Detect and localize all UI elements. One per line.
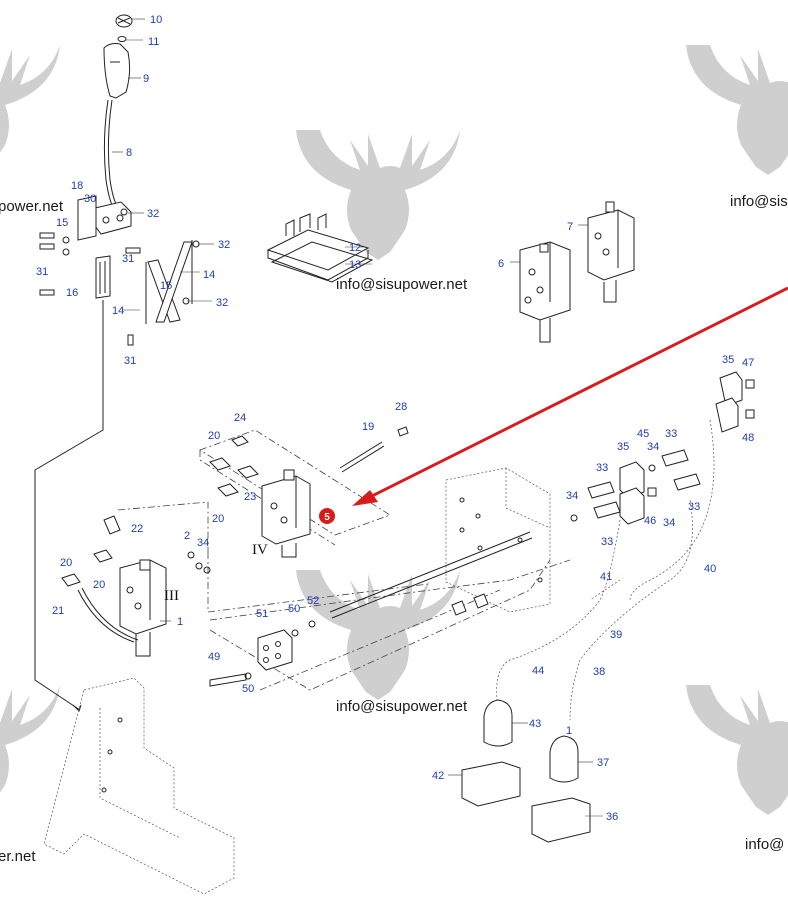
callout-21: 21 (52, 605, 64, 617)
callout-28: 28 (395, 401, 407, 413)
watermark-texts: info@sisupower.net info@sisupower.net po… (0, 193, 788, 865)
highlight-arrow: 5 (319, 286, 788, 524)
callout-40: 40 (704, 563, 716, 575)
callout-35: 35 (722, 354, 734, 366)
callout-10: 10 (150, 14, 162, 26)
callout-34: 34 (197, 537, 209, 549)
watermark-email-partial: info@sis (730, 193, 788, 210)
control-valve-6 (519, 241, 571, 343)
callout-46: 46 (644, 515, 656, 527)
callout-32: 32 (147, 208, 159, 220)
callout-2: 2 (184, 530, 190, 542)
control-valve-7 (587, 201, 635, 303)
mounting-bracket (445, 467, 551, 613)
callout-20: 20 (93, 579, 105, 591)
callout-33: 33 (596, 462, 608, 474)
highlight-marker (319, 508, 335, 524)
callout-20: 20 (208, 430, 220, 442)
callout-33: 33 (688, 501, 700, 513)
moose-logo-watermark (296, 570, 460, 700)
callout-39: 39 (610, 629, 622, 641)
callout-48: 48 (742, 432, 754, 444)
callout-44: 44 (532, 665, 544, 677)
callout-23: 23 (244, 491, 256, 503)
callout-32: 32 (218, 239, 230, 251)
callout-6: 6 (498, 258, 504, 270)
callout-labels: 10 11 9 8 18 30 15 32 32 31 31 16 15 14 … (36, 14, 754, 823)
callout-50: 50 (242, 683, 254, 695)
callout-12: 12 (349, 242, 361, 254)
callout-15: 15 (56, 217, 68, 229)
callout-14: 14 (112, 305, 124, 317)
callout-49: 49 (208, 651, 220, 663)
watermark-email-partial: info@ (745, 836, 784, 853)
callout-1: 1 (566, 725, 572, 737)
callout-14: 14 (203, 269, 215, 281)
callout-33: 33 (665, 428, 677, 440)
joystick-assemblies (461, 699, 591, 843)
callout-34: 34 (566, 490, 578, 502)
watermark-email: info@sisupower.net (336, 276, 468, 293)
callout-30: 30 (84, 193, 96, 205)
moose-logo-watermark (296, 130, 460, 260)
callout-24: 24 (234, 412, 246, 424)
callout-34: 34 (663, 517, 675, 529)
callout-35: 35 (617, 441, 629, 453)
callout-19: 19 (362, 421, 374, 433)
watermark-email: info@sisupower.net (336, 698, 468, 715)
callout-9: 9 (143, 73, 149, 85)
seat-base-frame (43, 677, 235, 895)
callout-13: 13 (349, 259, 361, 271)
callout-37: 37 (597, 757, 609, 769)
callout-50: 50 (288, 603, 300, 615)
moose-logo-watermark (686, 45, 788, 175)
callout-33: 33 (601, 536, 613, 548)
leader-lines (112, 18, 603, 817)
callout-22: 22 (131, 523, 143, 535)
callout-15: 15 (160, 280, 172, 292)
callout-51: 51 (256, 608, 268, 620)
callout-36: 36 (606, 811, 618, 823)
moose-logo-watermark (0, 685, 60, 793)
panel-seal-assembly (266, 213, 374, 283)
valve-group-center (199, 426, 409, 558)
callout-31: 31 (122, 253, 134, 265)
callout-47: 47 (742, 357, 754, 369)
connector-block-51 (209, 620, 316, 687)
callout-16: 16 (66, 287, 78, 299)
watermark-email-partial: er.net (0, 848, 36, 865)
callout-20: 20 (60, 557, 72, 569)
watermark-logos (0, 45, 788, 815)
callout-7: 7 (567, 221, 573, 233)
callout-52: 52 (307, 595, 319, 607)
callout-20: 20 (212, 513, 224, 525)
watermark-email-partial: power.net (0, 198, 64, 215)
callout-11: 11 (148, 36, 159, 48)
callout-5: 5 (324, 512, 330, 523)
callout-41: 41 (600, 571, 612, 583)
callout-32: 32 (216, 297, 228, 309)
moose-logo-watermark (686, 685, 788, 815)
gear-lever-assembly (34, 14, 200, 712)
callout-42: 42 (432, 770, 444, 782)
callout-34: 34 (647, 441, 659, 453)
callout-43: 43 (529, 718, 541, 730)
callout-31: 31 (124, 355, 136, 367)
valve-label-iii: III (164, 588, 179, 604)
callout-1: 1 (177, 616, 183, 628)
callout-38: 38 (593, 666, 605, 678)
callout-31: 31 (36, 266, 48, 278)
moose-logo-watermark (0, 45, 60, 153)
callout-45: 45 (637, 428, 649, 440)
quick-couplers (451, 371, 755, 616)
callout-8: 8 (126, 147, 132, 159)
valve-group-left (61, 515, 211, 657)
callout-18: 18 (71, 180, 83, 192)
valve-label-iv: IV (252, 542, 268, 558)
